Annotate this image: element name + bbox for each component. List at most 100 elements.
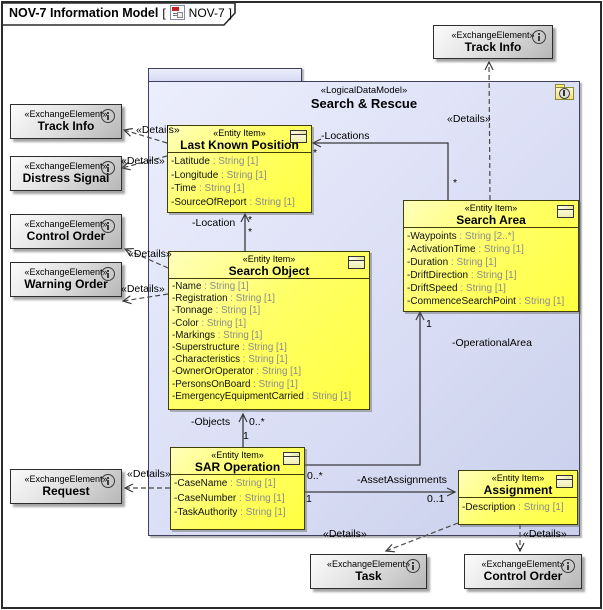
attribute-row: -ActivationTime : String [1] (407, 244, 524, 255)
entity-stereotype: «Entity Item» (211, 450, 264, 460)
attribute-row: -Registration : String [1] (172, 293, 275, 305)
package-title: «LogicalDataModel» Search & Rescue (149, 82, 579, 111)
package-tab[interactable] (148, 68, 302, 82)
details-label-control-order-bottom: «Details» (523, 528, 567, 540)
attribute-row: -DriftDirection : String [1] (407, 270, 517, 281)
exchange-task[interactable]: «ExchangeElement» Task (310, 554, 427, 589)
role-location: -Location (192, 217, 236, 229)
entity-name: SAR Operation (194, 460, 281, 474)
exchange-name: Warning Order (24, 277, 108, 291)
entity-stereotype: «Entity Item» (464, 203, 518, 213)
package-stereotype: «LogicalDataModel» (320, 85, 408, 96)
exchange-request[interactable]: «ExchangeElement» Request (10, 469, 122, 504)
attribute-row: -OwnerOrOperator : String [1] (172, 366, 302, 378)
dep-searchobject-warningorder[interactable] (121, 293, 169, 305)
attribute-row: -Waypoints : String [2..*] (407, 231, 515, 242)
attribute-row: -Duration : String [1] (407, 257, 497, 268)
exchange-name: Task (355, 569, 382, 583)
info-icon (101, 109, 115, 123)
attribute-row: -Tonnage : String [1] (172, 305, 261, 317)
attribute-row: -Time : String [1] (171, 183, 245, 194)
mult-objects-source: 1 (243, 430, 249, 442)
attribute-row: -Description : String [1] (462, 502, 564, 513)
entity-search-object[interactable]: «Entity Item» Search Object -Name : Stri… (168, 251, 370, 410)
attribute-row: -DriftSpeed : String [1] (407, 283, 506, 294)
attribute-row: -Longitude : String [1] (171, 169, 267, 181)
entity-stereotype: «Entity Item» (491, 473, 545, 483)
entity-sar-operation[interactable]: «Entity Item» SAR Operation -CaseName : … (170, 447, 305, 530)
exchange-stereotype: «ExchangeElement» (451, 30, 535, 40)
entity-name: Search Area (456, 213, 526, 227)
entity-name: Search Object (228, 264, 310, 278)
exchange-name: Track Info (37, 119, 95, 133)
attribute-row: -CaseName : String [1] (174, 478, 276, 489)
mult-location-source: * (248, 226, 253, 238)
exchange-stereotype: «ExchangeElement» (24, 109, 108, 119)
exchange-stereotype: «ExchangeElement» (24, 267, 108, 277)
mult-assetassignments-source: 1 (306, 493, 312, 505)
dep-task[interactable] (384, 522, 459, 553)
mult-locations-source: * (453, 177, 458, 189)
exchange-warning-order[interactable]: «ExchangeElement» Warning Order (10, 262, 122, 297)
bracket-open: [ (162, 5, 166, 20)
info-icon (101, 474, 115, 488)
entity-last-known-position[interactable]: «Entity Item» Last Known Position -Latit… (167, 125, 312, 213)
entity-icon (348, 256, 365, 269)
frame-title: NOV-7 Information Model [ NOV-7 ] (9, 5, 232, 20)
dep-searcharea-trackinfo-top[interactable] (484, 60, 494, 201)
assoc-operationalarea[interactable] (303, 310, 425, 466)
info-icon (101, 161, 115, 175)
entity-icon (556, 475, 573, 488)
entity-icon (290, 130, 307, 143)
exchange-stereotype: «ExchangeElement» (24, 161, 108, 171)
entity-stereotype: «Entity Item» (213, 128, 266, 138)
package-folder-info-icon (555, 84, 574, 100)
exchange-track-info-left[interactable]: «ExchangeElement» Track Info (10, 104, 122, 139)
mult-assetassignments-upper: 0..* (307, 470, 323, 482)
entity-assignment[interactable]: «Entity Item» Assignment -Description : … (458, 470, 578, 525)
attribute-row: -CaseNumber : String [1] (174, 492, 285, 504)
bracket-close: ] (228, 5, 233, 20)
attribute-row: -PersonsOnBoard : String [1] (172, 378, 298, 390)
mult-objects-target: 0..* (249, 416, 265, 428)
attribute-row: -Markings : String [1] (172, 329, 263, 341)
attribute-row: -Characteristics : String [1] (172, 354, 288, 366)
attribute-row: -EmergencyEquipmentCarried : String [1] (172, 390, 352, 402)
entity-name: Last Known Position (180, 138, 299, 152)
exchange-name: Request (42, 484, 90, 498)
details-label-trackinfo-top: «Details» (447, 113, 491, 125)
exchange-name: Distress Signal (22, 171, 110, 185)
exchange-stereotype: «ExchangeElement» (481, 559, 565, 569)
nov7-diagram-icon (169, 5, 185, 20)
frame-ref: NOV-7 (188, 5, 225, 20)
details-label-distress-signal: «Details» (121, 155, 165, 167)
entity-stereotype: «Entity Item» (242, 254, 296, 264)
exchange-distress-signal[interactable]: «ExchangeElement» Distress Signal (10, 156, 122, 191)
exchange-name: Control Order (26, 229, 106, 243)
exchange-control-order-bottom[interactable]: «ExchangeElement» Control Order (464, 554, 582, 589)
exchange-stereotype: «ExchangeElement» (326, 559, 411, 569)
mult-assetassignments-target: 0..1 (427, 493, 445, 505)
attribute-row: -TaskAuthority : String [1] (174, 507, 286, 518)
info-icon (532, 30, 546, 44)
entity-search-area[interactable]: «Entity Item» Search Area -Waypoints : S… (403, 200, 579, 312)
exchange-track-info-top[interactable]: «ExchangeElement» Track Info (433, 25, 553, 59)
assoc-locations[interactable] (311, 138, 449, 205)
info-icon (406, 559, 420, 573)
mult-location-target: * (248, 214, 253, 226)
exchange-control-order-left[interactable]: «ExchangeElement» Control Order (10, 214, 122, 249)
details-label-control-order-left: «Details» (128, 248, 172, 260)
role-locations: -Locations (321, 130, 370, 142)
mult-locations-target: * (313, 147, 318, 159)
attribute-row: -Latitude : String [1] (171, 156, 259, 167)
entity-icon (283, 452, 300, 465)
info-icon (561, 559, 575, 573)
attribute-row: -Color : String [1] (172, 317, 247, 329)
role-assetassignments: -AssetAssignments (357, 474, 447, 486)
attribute-row: -Superstructure : String [1] (172, 342, 287, 354)
exchange-stereotype: «ExchangeElement» (24, 474, 108, 484)
mult-operationalarea-target: 1 (426, 318, 432, 330)
attribute-row: -Name : String [1] (172, 281, 249, 292)
details-label-request: «Details» (127, 468, 171, 480)
